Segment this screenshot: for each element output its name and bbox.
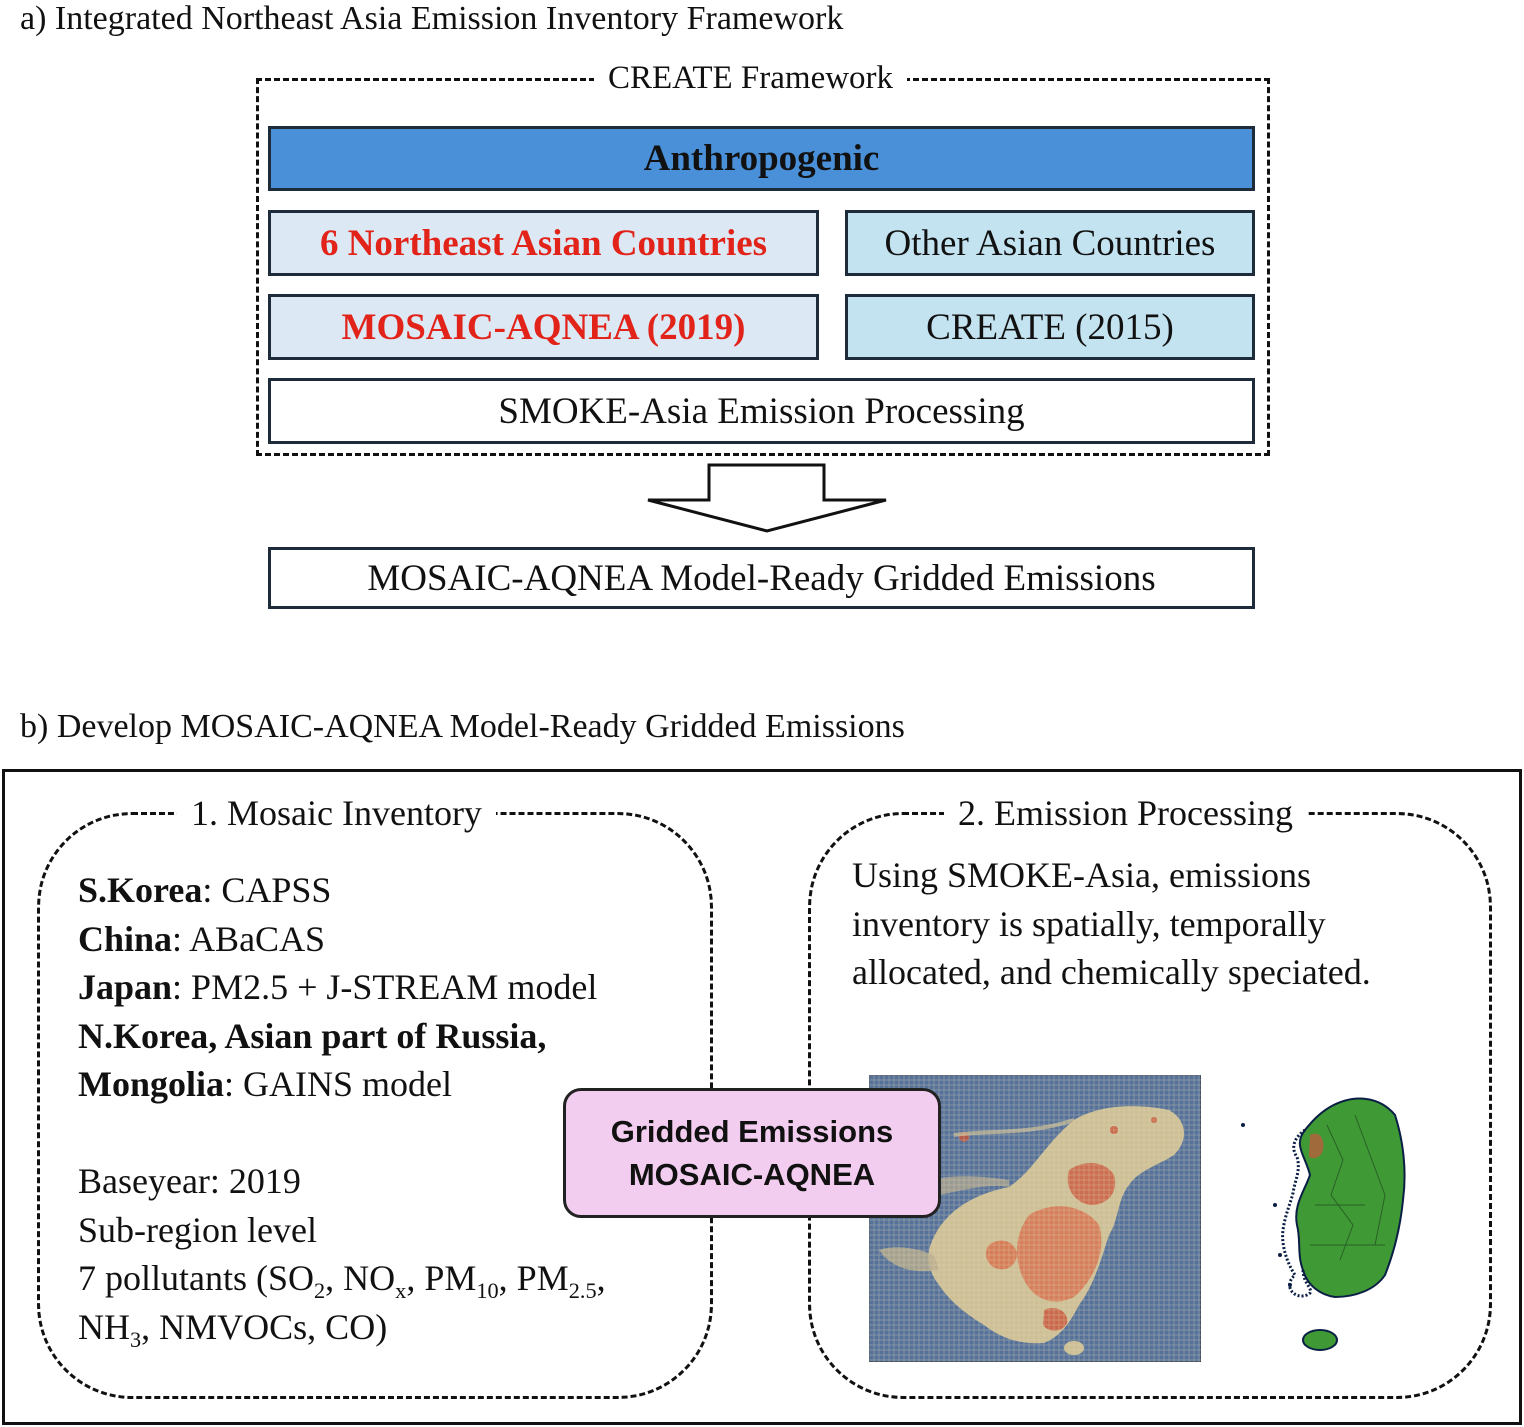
create-2015-box: CREATE (2015) (845, 294, 1255, 360)
inventory-others-line1: N.Korea, Asian part of Russia, (78, 1015, 547, 1056)
mosaic-2019-box: MOSAIC-AQNEA (2019) (268, 294, 819, 360)
inventory-pollutants-line1: 7 pollutants (SO2, NOx, PM10, PM2.5, (78, 1258, 606, 1304)
output-box: MOSAIC-AQNEA Model-Ready Gridded Emissio… (268, 547, 1255, 609)
processing-line-1: Using SMOKE-Asia, emissions (852, 855, 1312, 895)
gridded-emissions-badge: Gridded Emissions MOSAIC-AQNEA (563, 1088, 941, 1218)
inventory-china: China: ABaCAS (78, 918, 326, 959)
create-framework-label: CREATE Framework (594, 60, 908, 96)
panel-a-title: a) Integrated Northeast Asia Emission In… (20, 0, 844, 37)
down-arrow-icon (647, 463, 887, 533)
inventory-baseyear: Baseyear: 2019 (78, 1161, 301, 1201)
anthropogenic-bar: Anthropogenic (268, 126, 1255, 191)
inventory-others-line2: Mongolia: GAINS model (78, 1064, 453, 1104)
korea-emission-map (1241, 1097, 1406, 1351)
inventory-list: S.Korea: CAPSS China: ABaCAS Japan: PM2.… (78, 866, 606, 1351)
inventory-subregion: Sub-region level (78, 1209, 317, 1250)
mosaic-inventory-heading: 1. Mosaic Inventory (177, 793, 496, 833)
inventory-spacer (78, 1109, 606, 1158)
inventory-japan: Japan: PM2.5 + J-STREAM model (78, 967, 598, 1007)
panel-b-title: b) Develop MOSAIC-AQNEA Model-Ready Grid… (20, 708, 905, 745)
other-countries-box: Other Asian Countries (845, 210, 1255, 276)
panel-b-frame (2, 769, 1522, 1425)
processing-description: Using SMOKE-Asia, emissions inventory is… (852, 851, 1371, 997)
badge-line-2: MOSAIC-AQNEA (628, 1157, 876, 1192)
badge-line-1: Gridded Emissions (610, 1114, 894, 1149)
processing-line-3: allocated, and chemically speciated. (852, 952, 1371, 992)
inventory-pollutants-line2: NH3, NMVOCs, CO) (78, 1306, 388, 1352)
smoke-processing-box: SMOKE-Asia Emission Processing (268, 378, 1255, 444)
processing-line-2: inventory is spatially, temporally (852, 903, 1326, 944)
inventory-skorea: S.Korea: CAPSS (78, 870, 332, 910)
ne-countries-box: 6 Northeast Asian Countries (268, 210, 819, 276)
emission-processing-heading: 2. Emission Processing (944, 793, 1308, 833)
